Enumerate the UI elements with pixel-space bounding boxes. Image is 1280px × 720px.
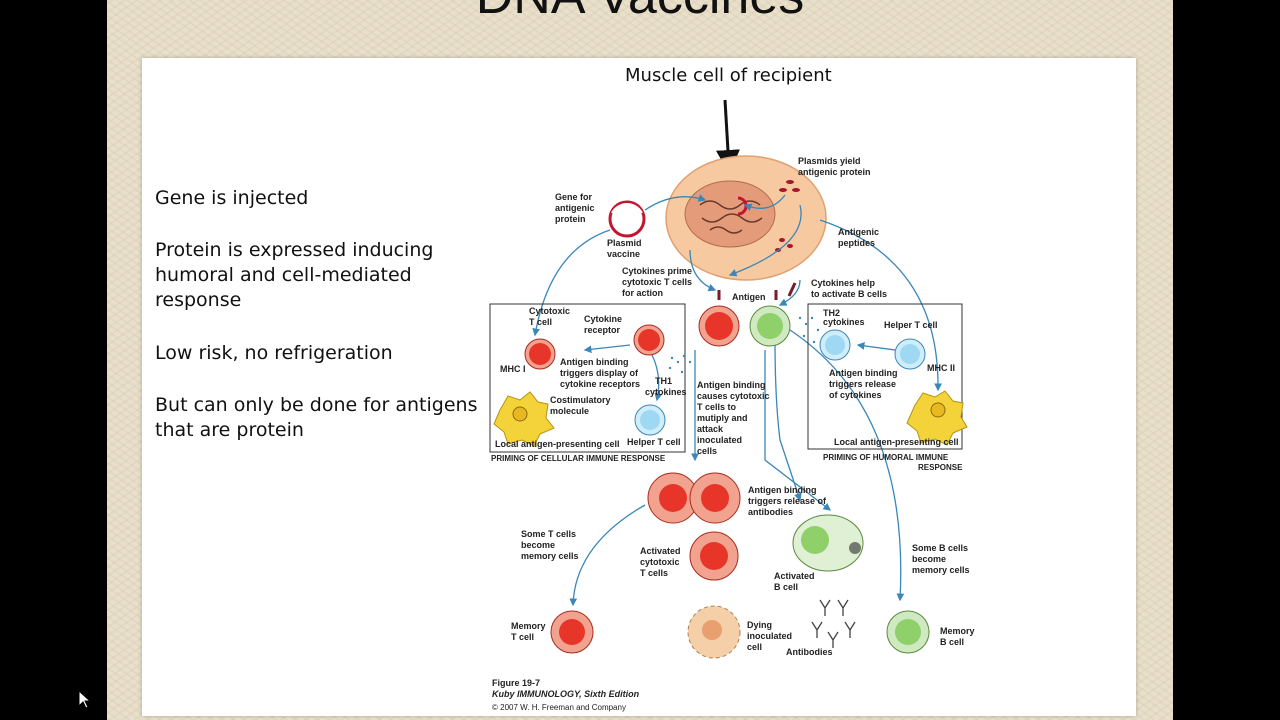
dna-strands (699, 200, 763, 234)
activated-cytotoxic-t-cell (700, 542, 728, 570)
helper-t-cell-right-a (825, 335, 845, 355)
svg-text:MHC I: MHC I (500, 364, 526, 374)
cytokine-dots (668, 316, 820, 374)
content-panel (142, 58, 1136, 716)
svg-text:Local antigen-presenting cell: Local antigen-presenting cell (834, 437, 959, 447)
svg-text:Kuby IMMUNOLOGY, Sixth Edition: Kuby IMMUNOLOGY, Sixth Edition (492, 689, 640, 699)
memory-b-cell (895, 619, 921, 645)
antigenic-protein-dots (775, 180, 800, 252)
cytotoxic-t-cell-left (529, 343, 551, 365)
arrow-to-memory-b (789, 329, 905, 602)
humoral-priming-box (807, 303, 963, 450)
muscle-cell-caption: Muscle cell of recipient (625, 65, 832, 86)
cellular-priming-box (489, 303, 686, 453)
dividing-t-cell-b (701, 484, 729, 512)
svg-text:Antibodies: Antibodies (786, 647, 833, 657)
svg-text:Figure 19-7: Figure 19-7 (492, 678, 540, 688)
apc-right (906, 390, 968, 446)
antibodies-glyphs (811, 599, 856, 648)
svg-text:Antigen: Antigen (732, 292, 766, 302)
arrow-to-right-apc (819, 219, 942, 392)
svg-text:MHC II: MHC II (927, 363, 955, 373)
helper-t-cell-left (640, 410, 660, 430)
svg-text:PRIMING OF CELLULAR IMMUNE RES: PRIMING OF CELLULAR IMMUNE RESPONSE (491, 454, 666, 463)
helper-t-cell-right-b (900, 344, 920, 364)
b-cell-center (757, 313, 783, 339)
mouse-cursor-icon (78, 690, 92, 709)
antigen-markers (717, 282, 797, 300)
memory-t-cell (559, 619, 585, 645)
svg-text:Local antigen-presenting cell: Local antigen-presenting cell (495, 439, 620, 449)
plasmid-vaccine-ring (608, 200, 646, 238)
dividing-t-cell-a (659, 484, 687, 512)
cytotoxic-t-with-receptor (638, 329, 660, 351)
arrow-to-memory-t (569, 504, 646, 607)
svg-text:Helper T cell: Helper T cell (627, 437, 681, 447)
slide-title: DNA Vaccines (107, 0, 1173, 26)
bullet-protein-expressed: Protein is expressed inducing humoral an… (155, 239, 434, 311)
arrow-to-left-apc (532, 229, 611, 337)
cytotoxic-t-cell-center (705, 312, 733, 340)
bullet-antigens-protein: But can only be done for antigens that a… (155, 394, 478, 441)
bullet-low-risk: Low risk, no refrigeration (155, 342, 393, 364)
bullet-gene-injected: Gene is injected (155, 187, 309, 209)
svg-text:Helper T cell: Helper T cell (884, 320, 938, 330)
arrow-plasmid-to-cell (644, 194, 707, 211)
svg-text:© 2007 W. H. Freeman and Compa: © 2007 W. H. Freeman and Company (492, 703, 626, 712)
